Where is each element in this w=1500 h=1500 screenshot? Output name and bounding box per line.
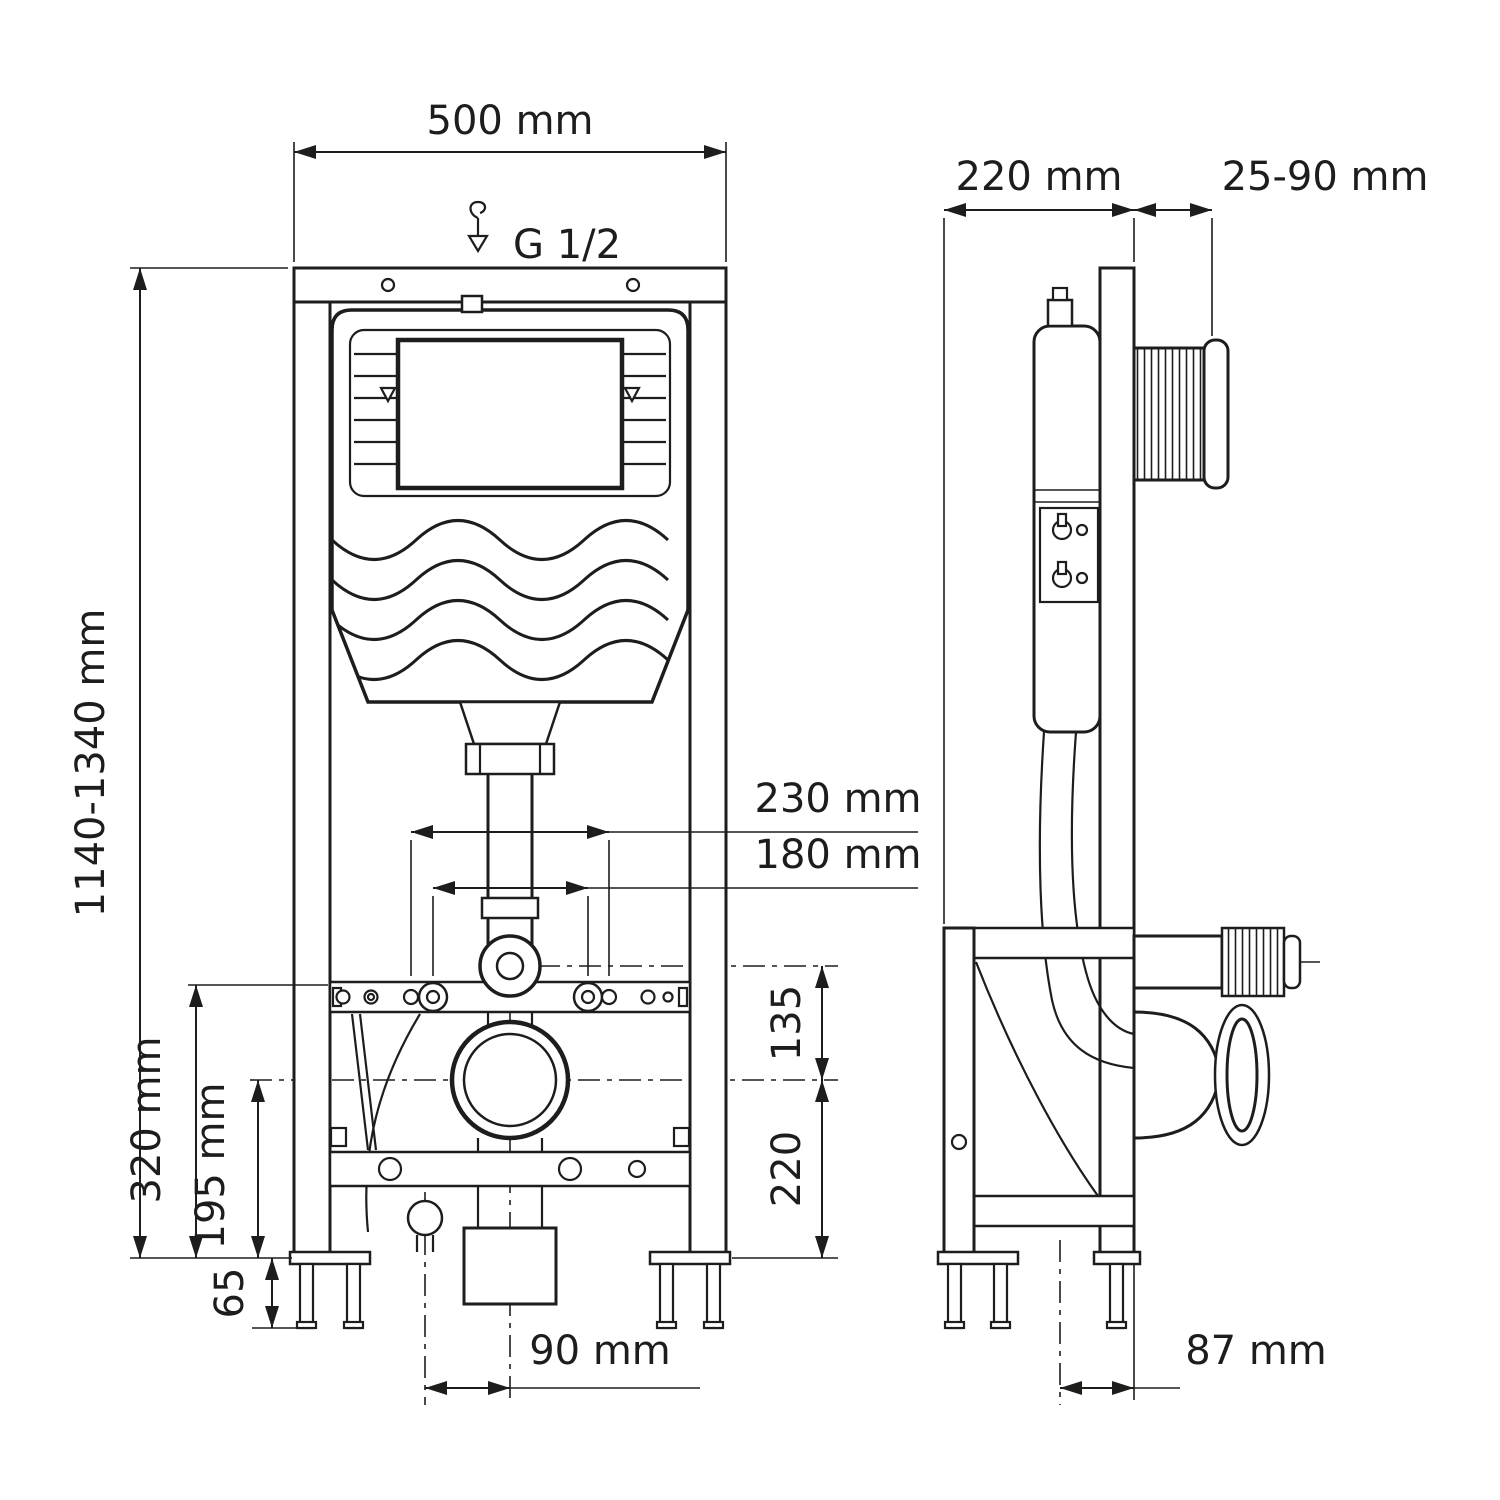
waste-outlet	[406, 1019, 571, 1306]
front-feet	[288, 1250, 732, 1330]
cistern-water-waves	[332, 519, 670, 681]
front-view: 500 mm G 1/2 1140-1340 mm 230 mm 180 mm …	[68, 98, 922, 1405]
side-frame-rail	[1098, 266, 1136, 1260]
lower-cross-member	[328, 1013, 692, 1233]
side-view: 220 mm 25-90 mm 87 mm	[936, 154, 1428, 1405]
dim-65: 65	[207, 1258, 296, 1329]
dim-65-label: 65	[207, 1268, 253, 1319]
water-inlet-symbol	[467, 200, 489, 254]
cistern-tank	[330, 294, 690, 704]
dim-320: 320 mm	[124, 984, 328, 1258]
dim-inlet-thread: G 1/2	[513, 222, 621, 268]
drain-elbow	[406, 1199, 444, 1237]
side-outlet-assembly	[1132, 926, 1302, 1147]
dim-87: 87 mm	[1060, 1264, 1327, 1400]
flush-plate-side	[1202, 338, 1230, 490]
side-bracket	[1038, 506, 1100, 604]
side-dim-plate-range-label: 25-90 mm	[1222, 154, 1429, 200]
dim-320-label: 320 mm	[124, 1037, 170, 1204]
dim-90-label: 90 mm	[529, 1328, 671, 1374]
dim-plate-range: 25-90 mm	[1134, 154, 1428, 336]
water-inlet-fitting	[460, 294, 484, 314]
dim-135: 135	[764, 966, 829, 1080]
flush-bend-connector	[478, 934, 542, 1026]
dim-width-label: 500 mm	[427, 98, 594, 144]
dim-195-label: 195 mm	[188, 1083, 234, 1250]
side-feet	[936, 1250, 1142, 1330]
front-frame	[292, 266, 728, 1260]
dim-fixing-inner: 180 mm	[432, 832, 922, 976]
outlet-elbow	[1132, 1010, 1222, 1140]
dim-220-right: 220	[732, 1080, 838, 1259]
dim-fixing-outer: 230 mm	[410, 776, 922, 976]
dim-width: 500 mm	[293, 98, 727, 262]
side-support-frame	[942, 926, 1136, 1260]
dim-height: 1140-1340 mm	[68, 267, 292, 1259]
dim-90: 90 mm	[425, 1328, 700, 1395]
side-dim-depth-label: 220 mm	[956, 154, 1123, 200]
panel-marker-right	[623, 386, 641, 404]
inlet-thread-label: G 1/2	[513, 222, 621, 268]
dim-height-label: 1140-1340 mm	[68, 609, 114, 918]
dim-135-label: 135	[764, 985, 810, 1061]
dim-depth: 220 mm	[943, 154, 1135, 924]
outlet-spigot	[462, 1226, 558, 1306]
dim-180-label: 180 mm	[755, 832, 922, 878]
dim-195: 195 mm	[188, 1080, 265, 1258]
dim-220-right-label: 220	[764, 1131, 810, 1207]
dim-230-label: 230 mm	[755, 776, 922, 822]
panel-slats	[354, 352, 666, 466]
panel-marker-left	[379, 386, 397, 404]
side-dim-87-label: 87 mm	[1185, 1328, 1327, 1374]
side-flush-duct	[1132, 338, 1230, 490]
flush-plate-window	[395, 337, 625, 491]
outlet-pipe-side	[1132, 934, 1224, 990]
